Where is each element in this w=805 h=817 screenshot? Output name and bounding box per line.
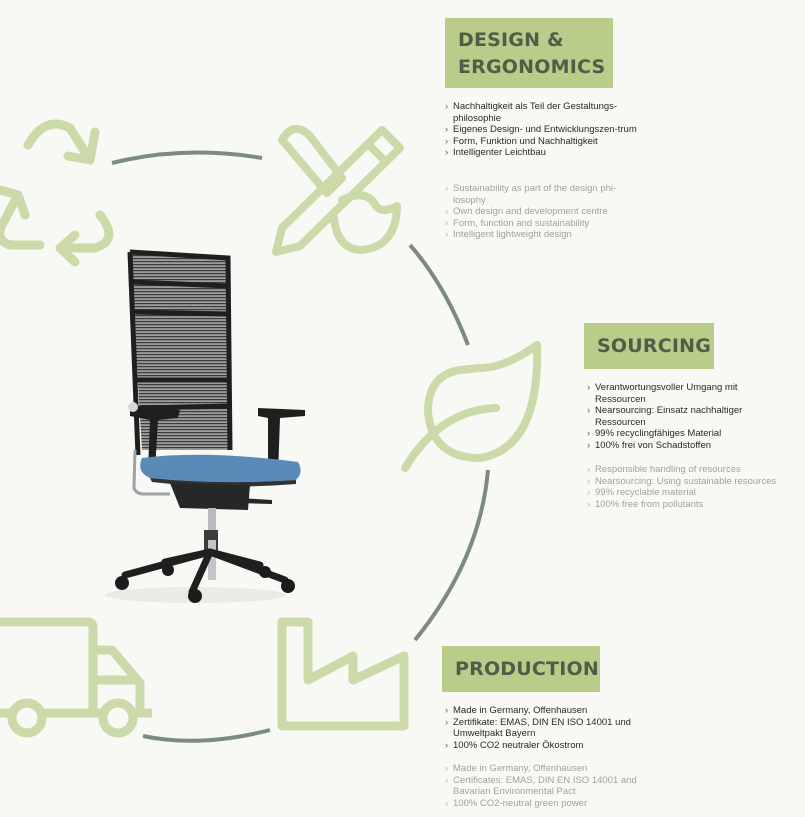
list-item: Made in Germany, Offenhausen [445, 705, 660, 717]
design-ergonomics-heading: DESIGN & ERGONOMICS [445, 18, 613, 88]
list-item: Sustainability as part of the design phi… [445, 183, 645, 206]
list-item: Nearsourcing: Einsatz nachhaltiger Resso… [587, 405, 787, 428]
list-item: 100% CO2-neutral green power [445, 798, 660, 810]
production-list-en: Made in Germany, Offenhausen Certificate… [445, 763, 660, 809]
list-item: Intelligenter Leichtbau [445, 147, 645, 159]
list-item: 99% recyclable material [587, 487, 787, 499]
list-item: 99% recyclingfähiges Material [587, 428, 787, 440]
sourcing-heading: SOURCING [584, 323, 714, 369]
factory-icon [277, 617, 409, 731]
list-item: Form, Funktion und Nachhaltigkeit [445, 136, 645, 148]
design-list-en: Sustainability as part of the design phi… [445, 183, 645, 241]
sourcing-list-de: Verantwortungsvoller Umgang mit Ressourc… [587, 382, 787, 452]
pencil-brush-icon [272, 125, 404, 256]
design-title-line2: ERGONOMICS [458, 56, 606, 78]
list-item: Nearsourcing: Using sustainable resource… [587, 476, 787, 488]
list-item: 100% CO2 neutraler Ökostrom [445, 740, 660, 752]
list-item: Made in Germany, Offenhausen [445, 763, 660, 775]
recycle-icon [0, 119, 114, 267]
leaf-icon [401, 341, 542, 472]
list-item: Intelligent lightweight design [445, 229, 645, 241]
list-item: Nachhaltigkeit als Teil der Gestaltungs-… [445, 101, 645, 124]
design-title-line1: DESIGN & [458, 29, 564, 51]
truck-icon [0, 617, 152, 738]
list-item: Own design and development centre [445, 206, 645, 218]
sourcing-list-en: Responsible handling of resources Nearso… [587, 464, 787, 510]
list-item: Responsible handling of resources [587, 464, 787, 476]
production-heading: PRODUCTION [442, 646, 600, 692]
list-item: 100% frei von Schadstoffen [587, 440, 787, 452]
list-item: Verantwortungsvoller Umgang mit Ressourc… [587, 382, 787, 405]
list-item: 100% free from pollutants [587, 499, 787, 511]
list-item: Zertifikate: EMAS, DIN EN ISO 14001 und … [445, 717, 660, 740]
production-list-de: Made in Germany, Offenhausen Zertifikate… [445, 705, 660, 751]
list-item: Form, function and sustainability [445, 218, 645, 230]
list-item: Certificates: EMAS, DIN EN ISO 14001 and… [445, 775, 660, 798]
office-chair-image [105, 249, 305, 603]
design-list-de: Nachhaltigkeit als Teil der Gestaltungs-… [445, 101, 645, 159]
list-item: Eigenes Design- und Entwicklungszen-trum [445, 124, 645, 136]
